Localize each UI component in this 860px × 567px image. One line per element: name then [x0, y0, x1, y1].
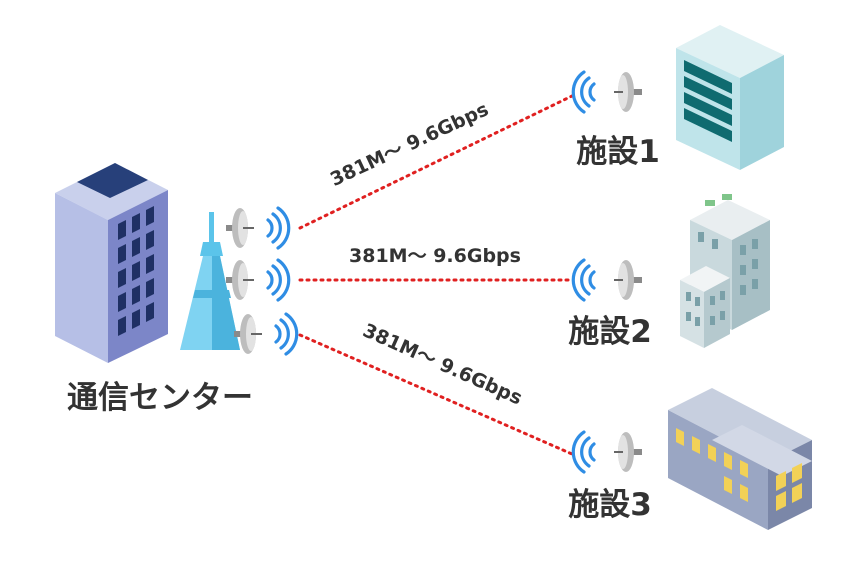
factory-building-icon: [668, 388, 812, 530]
link-line-1: [298, 94, 574, 230]
center-label: 通信センター: [67, 380, 253, 416]
hospital-building-icon: [680, 194, 770, 348]
parabolic-antenna-icon: [614, 72, 642, 112]
wifi-signal-icon: [571, 70, 596, 114]
facility-label-1: 施設1: [576, 134, 660, 170]
wifi-signal-icon: [571, 430, 596, 474]
parabolic-antenna-icon: [614, 432, 642, 472]
parabolic-antenna-icon: [614, 260, 642, 300]
facility-antennas: [571, 70, 642, 474]
wifi-signal-icon: [266, 206, 291, 250]
parabolic-antenna-icon: [226, 208, 254, 248]
parabolic-antenna-icon: [226, 260, 254, 300]
wifi-signal-icon: [266, 258, 291, 302]
wifi-signal-icon: [274, 312, 299, 356]
facility-label-2: 施設2: [568, 314, 652, 350]
link-speed-label-2: 381M〜 9.6Gbps: [349, 245, 521, 267]
link-speed-label-1: 381M〜 9.6Gbps: [327, 98, 492, 191]
facility-label-3: 施設3: [568, 487, 652, 523]
parabolic-antenna-icon: [234, 314, 262, 354]
office-tower-icon: [55, 163, 168, 363]
tower-antennas: [226, 206, 299, 356]
radio-tower-icon: [180, 212, 240, 350]
link-lines: [298, 94, 574, 456]
link-line-3: [298, 333, 574, 456]
wifi-signal-icon: [571, 258, 596, 302]
datacenter-building-icon: [676, 25, 784, 170]
